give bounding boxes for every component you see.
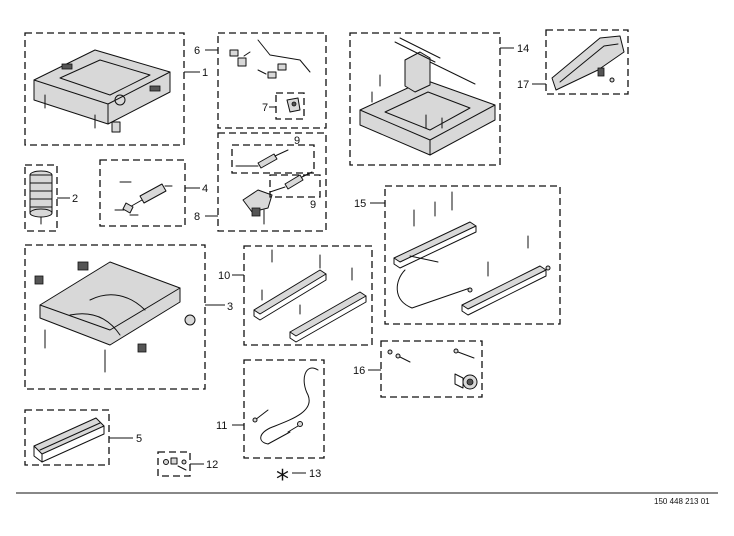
callout-8: 8 xyxy=(194,211,200,223)
cable-bracket-icon xyxy=(229,39,311,79)
group-14-seat-pan: 14 xyxy=(349,32,529,166)
base-plate-icon xyxy=(34,261,196,373)
group-1-box xyxy=(24,32,185,146)
group-10-box xyxy=(243,245,373,346)
callout-10: 10 xyxy=(218,270,230,282)
group-6-7-hardware: 6 7 xyxy=(194,32,327,129)
group-3-box xyxy=(24,244,206,390)
group-6-box xyxy=(217,32,327,129)
group-8-9-gas-springs: 8 9 9 xyxy=(194,132,327,232)
group-15-fore-aft-adjuster: 15 xyxy=(354,185,561,325)
callout-13: 13 xyxy=(309,468,321,480)
group-14-box xyxy=(349,32,501,166)
callout-3: 3 xyxy=(227,301,233,313)
group-10-slide-rails: 10 xyxy=(218,245,373,346)
callout-16: 16 xyxy=(353,365,365,377)
base-frame-icon xyxy=(33,49,171,133)
air-spring-icon xyxy=(29,170,53,225)
side-cover-icon xyxy=(551,35,625,91)
footer-reference: 150 448 213 01 xyxy=(654,497,710,506)
callout-9a: 9 xyxy=(294,135,300,147)
group-11-box xyxy=(243,359,325,459)
gas-spring-icon xyxy=(235,149,313,225)
group-4-box xyxy=(99,159,186,227)
group-2-box xyxy=(24,164,58,232)
group-7-box xyxy=(275,92,305,120)
group-1-base-frame: 1 xyxy=(24,32,208,146)
fastener-icon xyxy=(163,457,187,471)
callout-17: 17 xyxy=(517,79,529,91)
group-12-fasteners: 12 xyxy=(157,451,218,477)
group-15-box xyxy=(384,185,561,325)
group-17-side-cover: 17 xyxy=(517,29,629,95)
callout-7: 7 xyxy=(262,102,268,114)
group-17-box xyxy=(545,29,629,95)
callout-4: 4 xyxy=(202,183,208,195)
group-3-base-plate: 3 xyxy=(24,244,233,390)
group-13-marker: * 13 xyxy=(276,465,321,495)
cable-icon xyxy=(252,367,319,445)
group-16-box xyxy=(380,340,483,398)
callout-14: 14 xyxy=(517,43,529,55)
cover-strip-icon xyxy=(33,417,105,463)
callout-12: 12 xyxy=(206,459,218,471)
asterisk-icon: * xyxy=(276,465,289,495)
group-9b-box xyxy=(269,174,321,198)
group-5-cover-strip: 5 xyxy=(24,409,142,466)
adjuster-rail-icon xyxy=(393,191,551,316)
callout-2: 2 xyxy=(72,193,78,205)
knob-icon xyxy=(387,348,478,390)
group-11-cable: 11 xyxy=(216,359,325,459)
lever-icon xyxy=(286,97,301,113)
callout-15: 15 xyxy=(354,198,366,210)
callout-11: 11 xyxy=(216,420,227,432)
shock-absorber-icon xyxy=(114,181,173,216)
seat-pan-icon xyxy=(359,37,496,156)
slide-rail-icon xyxy=(253,249,367,343)
callout-5: 5 xyxy=(136,433,142,445)
callout-6: 6 xyxy=(194,45,200,57)
group-16-knob: 16 xyxy=(353,340,483,398)
callout-9b: 9 xyxy=(310,199,316,211)
group-4-damper: 4 xyxy=(99,159,208,227)
group-8-box xyxy=(217,132,327,232)
group-2-air-spring: 2 xyxy=(24,164,78,232)
callout-1: 1 xyxy=(202,67,208,79)
